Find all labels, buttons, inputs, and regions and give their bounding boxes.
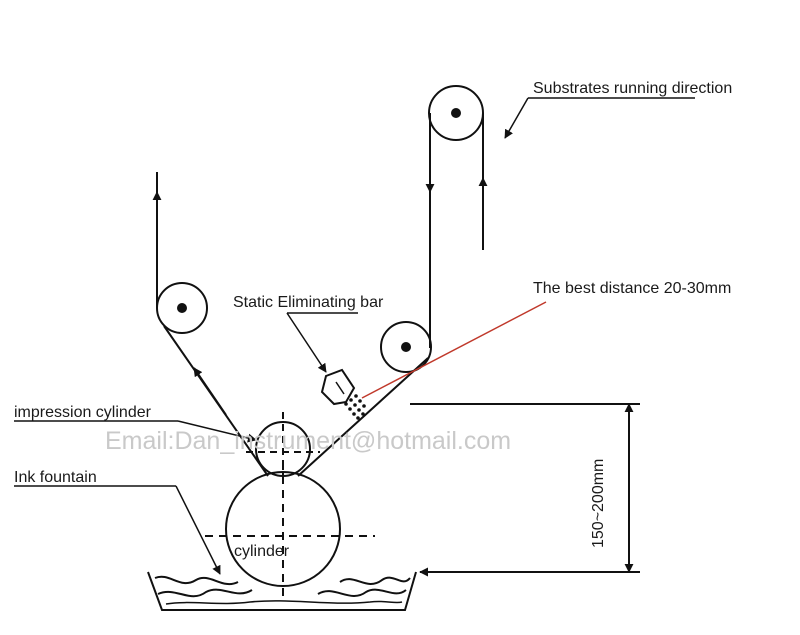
ink-fountain-label: Ink fountain — [14, 469, 97, 486]
best-distance-label: The best distance 20-30mm — [533, 280, 731, 297]
height-dimension-label: 150~200mm — [590, 459, 607, 548]
ink-fountain-tray — [147, 571, 417, 611]
email-watermark: Email:Dan_instrument@hotmail.com — [105, 427, 511, 455]
static-bar-brush-icon — [344, 394, 366, 420]
top-roller — [428, 85, 484, 141]
substrate-web — [152, 113, 488, 477]
static-eliminating-bar — [320, 368, 366, 420]
height-dimension — [410, 403, 640, 577]
right-guide-roller — [380, 321, 432, 373]
cylinder-label: cylinder — [234, 543, 290, 560]
best-distance-pointer — [361, 301, 547, 399]
impression-cylinder-label: impression cylinder — [14, 404, 152, 421]
substrates-direction-label: Substrates running direction — [533, 80, 732, 97]
impression-cylinder — [246, 412, 320, 478]
left-guide-roller — [156, 282, 208, 334]
static-bar-label: Static Eliminating bar — [233, 294, 384, 311]
leader-lines — [14, 97, 695, 575]
